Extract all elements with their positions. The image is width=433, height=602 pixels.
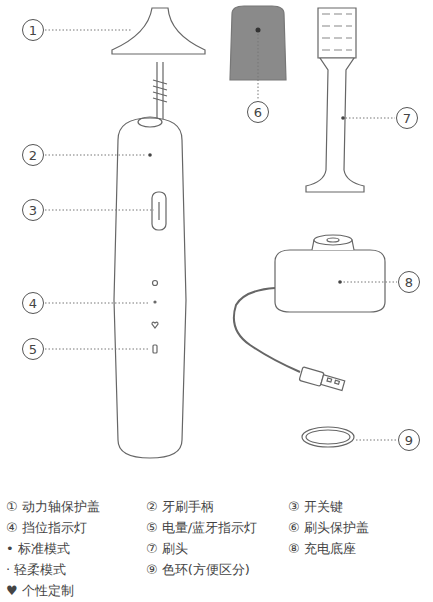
shaft-spring <box>153 80 167 102</box>
callout-circle: 4 <box>22 292 44 314</box>
callout-number: 9 <box>405 434 413 447</box>
indicator-battery <box>153 345 157 353</box>
part-label: ② 牙刷手柄 <box>146 499 214 515</box>
leader-line <box>45 210 154 211</box>
shaft-cap <box>112 8 205 54</box>
leader-dot <box>148 153 152 157</box>
charging-post <box>312 236 354 250</box>
callout-number: 7 <box>403 112 411 125</box>
callout-number: 1 <box>29 24 37 37</box>
callout-circle: 8 <box>398 271 420 293</box>
switch-button <box>152 192 166 230</box>
charging-base <box>275 250 385 312</box>
callout-number: 6 <box>254 106 262 119</box>
color-ring-inner <box>306 430 350 444</box>
callout-circle: 7 <box>396 107 418 129</box>
part-label: ⑧ 充电底座 <box>288 541 356 557</box>
color-ring <box>302 427 354 447</box>
toothbrush-drawing <box>112 6 385 458</box>
part-label: ⑥ 刷头保护盖 <box>288 520 369 536</box>
callout-circle: 2 <box>22 144 44 166</box>
indicator-standard <box>153 281 158 286</box>
callout-circle: 6 <box>247 101 269 123</box>
part-label: ① 动力轴保护盖 <box>6 499 100 515</box>
part-label: ④ 挡位指示灯 <box>6 520 87 536</box>
callout-circle: 3 <box>22 199 44 221</box>
brush-neck <box>306 58 364 192</box>
post-top <box>314 235 352 245</box>
callout-number: 3 <box>29 204 37 217</box>
callout-number: 5 <box>29 343 37 356</box>
bristle-tufts <box>322 14 352 50</box>
callout-number: 4 <box>29 297 37 310</box>
leader-line <box>45 30 132 31</box>
part-label: ③ 开关键 <box>288 499 343 515</box>
part-label: ♥ 个性定制 <box>6 583 74 599</box>
usb-plug <box>299 367 345 393</box>
leader-line <box>45 155 146 156</box>
bristles <box>318 8 356 58</box>
leader-line <box>340 282 397 283</box>
indicator-soft <box>154 301 156 303</box>
leader-line <box>45 303 150 304</box>
callout-number: 8 <box>405 276 413 289</box>
head-cover <box>230 6 286 80</box>
indicator-custom <box>152 322 158 328</box>
leader-lines <box>45 30 397 440</box>
part-label: ⑦ 刷头 <box>146 541 188 557</box>
leader-line <box>342 118 395 119</box>
part-label: ⑤ 电量/蓝牙指示灯 <box>146 520 257 536</box>
post-hole <box>327 238 339 242</box>
handle-top <box>138 117 162 127</box>
switch-mark <box>158 202 159 220</box>
part-label: · 轻柔模式 <box>6 562 66 578</box>
part-label: • 标准模式 <box>6 541 70 557</box>
leader-line <box>356 440 397 441</box>
callout-circle: 9 <box>398 429 420 451</box>
drive-shaft <box>157 62 163 120</box>
leader-dot <box>341 116 345 120</box>
leader-dot <box>338 280 342 284</box>
leader-line <box>258 34 259 100</box>
cable <box>234 288 300 372</box>
handle <box>114 118 186 458</box>
callout-circle: 1 <box>22 19 44 41</box>
cover-dot <box>256 28 261 33</box>
leader-line <box>45 349 150 350</box>
callout-number: 2 <box>29 149 37 162</box>
callout-circle: 5 <box>22 338 44 360</box>
part-label: ⑨ 色环(方便区分) <box>146 562 250 578</box>
